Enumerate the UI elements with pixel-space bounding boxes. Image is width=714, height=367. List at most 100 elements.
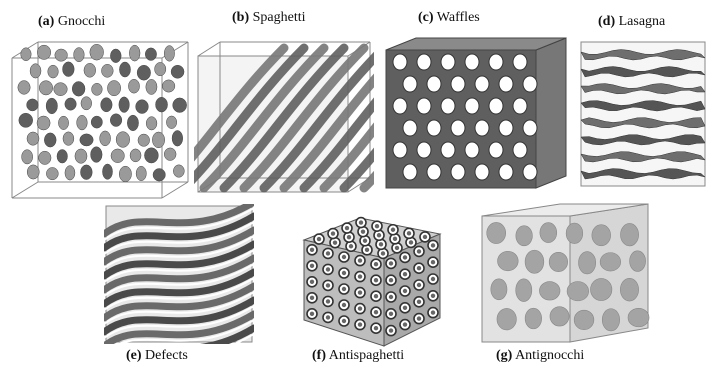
gnocchi-blob	[19, 113, 33, 127]
antispaghetti-hole-core	[381, 251, 385, 255]
waffle-hole	[393, 98, 407, 114]
gnocchi-blob	[127, 115, 138, 131]
gnocchi-blob	[72, 82, 85, 97]
gnocchi-blob	[91, 147, 103, 163]
waffle-top	[386, 38, 566, 50]
waffle-hole	[417, 98, 431, 114]
antispaghetti-hole-core	[374, 278, 378, 282]
gnocchi-blob	[44, 133, 56, 147]
antispaghetti-hole-core	[431, 277, 435, 281]
waffle-hole	[441, 98, 455, 114]
gnocchi-blob	[146, 117, 157, 130]
antignocchi-void	[630, 251, 646, 272]
antispaghetti-hole-core	[358, 274, 362, 278]
antispaghetti-hole-core	[431, 310, 435, 314]
waffle-hole	[403, 76, 417, 92]
spaghetti-render	[194, 38, 374, 196]
waffle-hole	[427, 164, 441, 180]
antispaghetti-hole-core	[417, 266, 421, 270]
antispaghetti-hole-core	[310, 280, 314, 284]
gnocchi-blob	[173, 165, 184, 177]
waffle-hole	[489, 98, 503, 114]
caption-defects: (e) Defects	[126, 348, 188, 364]
antispaghetti-hole-core	[377, 233, 381, 237]
antispaghetti-hole-core	[326, 299, 330, 303]
antispaghetti-hole-core	[374, 294, 378, 298]
waffle-hole	[499, 76, 513, 92]
gnocchi-blob	[90, 44, 104, 60]
antispaghetti-hole-core	[310, 296, 314, 300]
gnocchi-blob	[119, 166, 131, 182]
waffle-side	[536, 38, 566, 188]
gnocchi-blob	[80, 134, 93, 146]
antignocchi-void	[498, 251, 519, 271]
antispaghetti-hole-core	[342, 319, 346, 323]
antispaghetti-hole-core	[374, 310, 378, 314]
antignocchi-void	[549, 252, 568, 271]
waffle-hole	[451, 164, 465, 180]
antignocchi-void	[592, 225, 611, 246]
panel-lasagna	[579, 40, 707, 188]
gnocchi-blob	[171, 65, 184, 78]
antispaghetti-render	[290, 200, 452, 348]
antignocchi-void	[620, 278, 638, 301]
gnocchi-blob	[136, 166, 146, 181]
waffle-hole	[427, 120, 441, 136]
antispaghetti-hole-core	[342, 255, 346, 259]
waffle-hole	[523, 164, 537, 180]
gnocchi-blob	[128, 79, 139, 93]
lasagna-box	[581, 42, 705, 186]
antispaghetti-hole-core	[389, 278, 393, 282]
waffle-hole	[523, 76, 537, 92]
caption-antignocchi: (g) Antignocchi	[496, 348, 584, 364]
gnocchi-blob	[166, 116, 176, 129]
antispaghetti-hole-core	[431, 260, 435, 264]
gnocchi-blob	[57, 149, 67, 163]
gnocchi-blob	[100, 131, 111, 146]
panel-gnocchi	[8, 38, 194, 204]
gnocchi-blob	[39, 151, 51, 164]
gnocchi-blob	[65, 166, 75, 180]
gnocchi-blob	[130, 149, 141, 162]
gnocchi-blob	[153, 169, 165, 182]
defects-render	[104, 204, 254, 344]
antispaghetti-hole-core	[359, 220, 363, 224]
antignocchi-void	[525, 250, 544, 273]
gnocchi-blob	[172, 130, 183, 146]
antispaghetti-hole-core	[358, 258, 362, 262]
waffles-render	[380, 36, 572, 194]
antignocchi-void	[600, 253, 621, 271]
gnocchi-blob	[63, 62, 75, 77]
waffle-hole	[513, 142, 527, 158]
antispaghetti-hole-core	[417, 300, 421, 304]
gnocchi-render	[8, 38, 194, 204]
antignocchi-void	[602, 309, 619, 331]
cube-edge	[12, 182, 38, 198]
gnocchi-blob	[48, 65, 59, 78]
gnocchi-blob	[137, 65, 150, 80]
waffle-hole	[417, 54, 431, 70]
gnocchi-blob	[84, 63, 96, 77]
antignocchi-void	[590, 278, 611, 300]
antispaghetti-hole-core	[347, 235, 351, 239]
antignocchi-void	[491, 279, 507, 300]
gnocchi-blob	[111, 149, 124, 163]
waffle-hole	[523, 120, 537, 136]
waffle-hole	[489, 54, 503, 70]
gnocchi-blob	[102, 164, 112, 179]
waffle-hole	[403, 120, 417, 136]
antispaghetti-hole-core	[409, 240, 413, 244]
waffle-hole	[451, 76, 465, 92]
antispaghetti-hole-core	[417, 283, 421, 287]
waffle-hole	[513, 98, 527, 114]
waffle-hole	[393, 54, 407, 70]
antispaghetti-hole-core	[395, 246, 399, 250]
gnocchi-blob	[81, 97, 92, 110]
antispaghetti-hole-core	[361, 229, 365, 233]
antispaghetti-hole-core	[403, 306, 407, 310]
antignocchi-void	[487, 222, 506, 243]
gnocchi-blob	[80, 165, 92, 180]
antispaghetti-hole-core	[403, 322, 407, 326]
waffle-hole	[403, 164, 417, 180]
gnocchi-blob	[129, 45, 140, 61]
